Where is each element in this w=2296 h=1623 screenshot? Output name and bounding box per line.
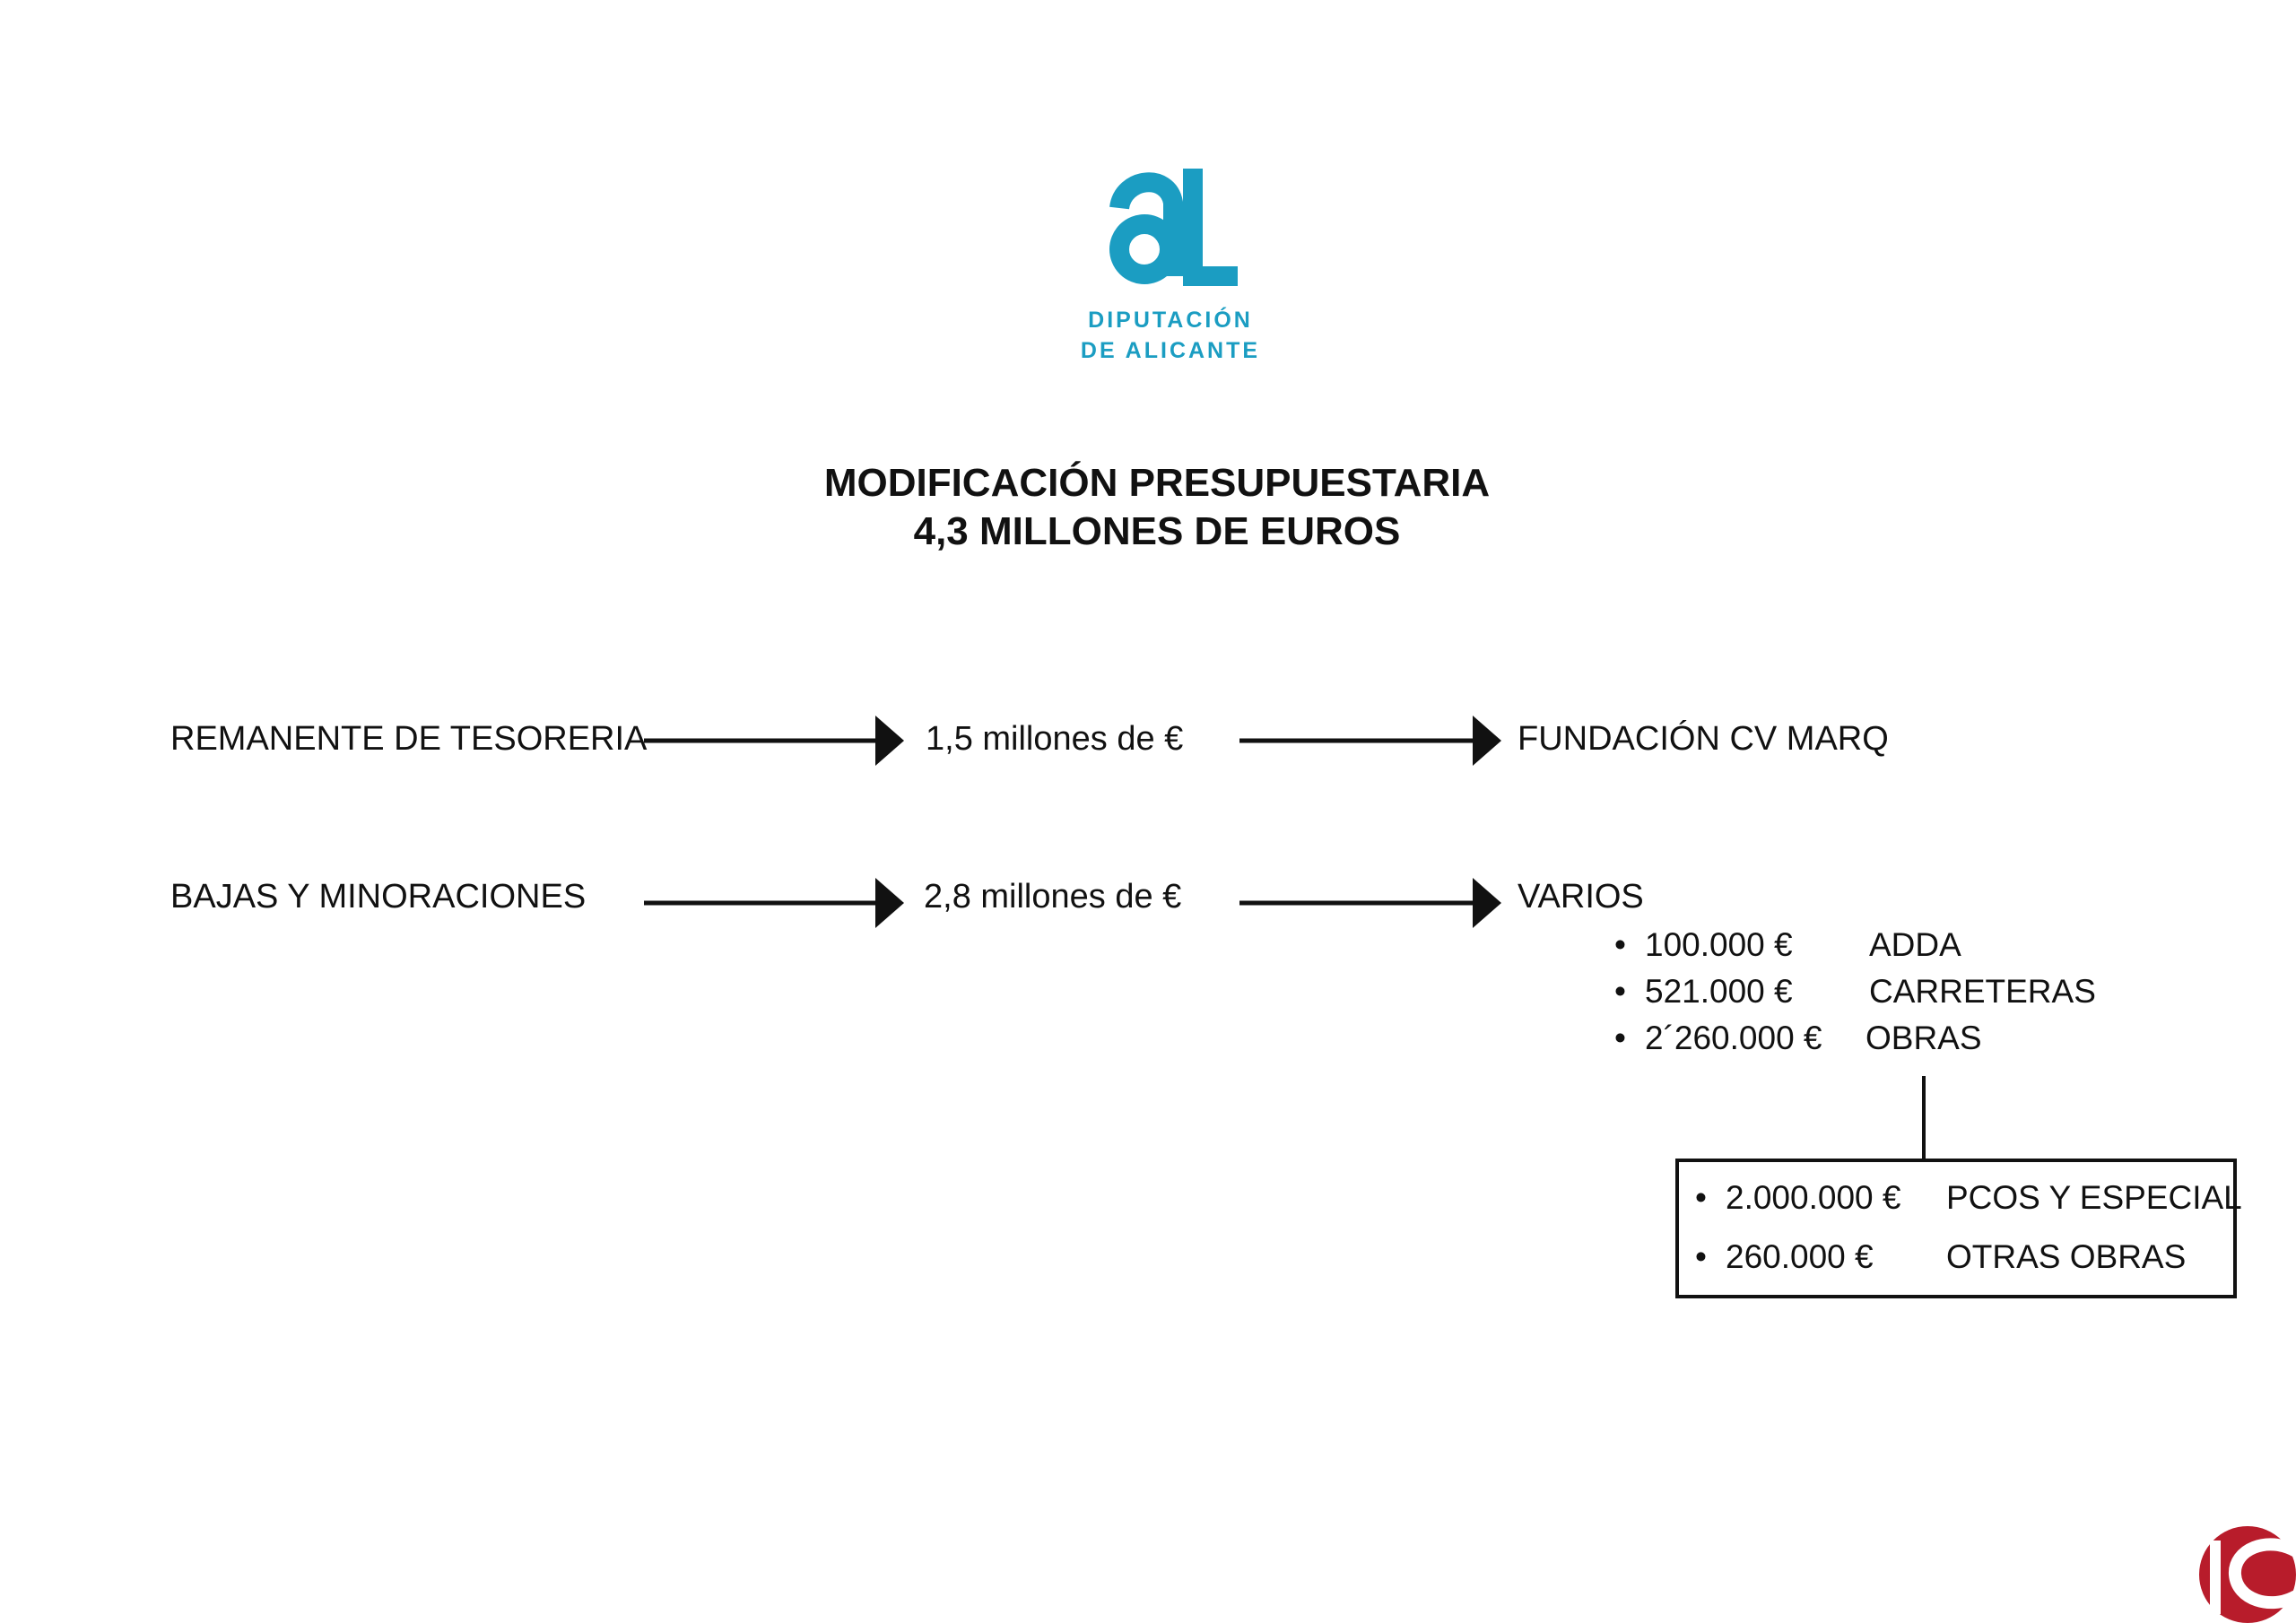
diputacion-logo-icon xyxy=(1109,169,1238,286)
item-label: CARRETERAS xyxy=(1869,973,2096,1010)
bullet-icon: • xyxy=(1614,1020,1626,1056)
item-amount: 2.000.000 € xyxy=(1726,1179,1901,1216)
list-item: • 260.000 € OTRAS OBRAS xyxy=(1695,1237,2186,1277)
bullet-icon: • xyxy=(1614,926,1626,963)
bullet-icon: • xyxy=(1695,1179,1707,1216)
item-amount: 2´260.000 € xyxy=(1645,1020,1822,1056)
amount-label-2: 2,8 millones de € xyxy=(924,878,1182,916)
arrow-right-icon xyxy=(1239,716,1501,766)
destination-label-1: FUNDACIÓN CV MARQ xyxy=(1518,720,1889,758)
source-label-2: BAJAS Y MINORACIONES xyxy=(170,878,587,916)
logo-wordmark: DIPUTACIÓN DE ALICANTE xyxy=(1058,305,1283,366)
logo-line2: DE ALICANTE xyxy=(1080,338,1261,363)
arrow-right-icon xyxy=(644,716,904,766)
item-amount: 260.000 € xyxy=(1726,1238,1874,1275)
list-item: • 2´260.000 € OBRAS xyxy=(1614,1015,1982,1062)
arrow-right-icon xyxy=(1239,878,1501,928)
source-label-1: REMANENTE DE TESORERIA xyxy=(170,720,648,758)
title-line2: 4,3 MILLONES DE EUROS xyxy=(913,509,1401,553)
item-label: PCOS Y ESPECIAL xyxy=(1946,1179,2242,1216)
list-item: • 2.000.000 € PCOS Y ESPECIAL xyxy=(1695,1178,2242,1218)
logo-line1: DIPUTACIÓN xyxy=(1088,308,1253,333)
item-amount: 100.000 € xyxy=(1645,926,1793,963)
page-title: MODIFICACIÓN PRESUPUESTARIA 4,3 MILLONES… xyxy=(700,459,1614,556)
item-label: OBRAS xyxy=(1866,1020,1982,1056)
list-item: • 100.000 € ADDA xyxy=(1614,922,1961,968)
item-label: ADDA xyxy=(1869,926,1961,963)
bullet-icon: • xyxy=(1614,973,1626,1010)
amount-label-1: 1,5 millones de € xyxy=(926,720,1184,758)
obras-breakdown-box: • 2.000.000 € PCOS Y ESPECIAL • 260.000 € OT… xyxy=(1675,1159,2242,1298)
arrow-right-icon xyxy=(644,878,904,928)
connector-line xyxy=(1922,1076,1926,1160)
item-label: OTRAS OBRAS xyxy=(1946,1238,2187,1275)
item-amount: 521.000 € xyxy=(1645,973,1793,1010)
list-item: • 521.000 € CARRETERAS xyxy=(1614,968,2096,1015)
title-line1: MODIFICACIÓN PRESUPUESTARIA xyxy=(823,461,1491,505)
bullet-icon: • xyxy=(1695,1238,1707,1275)
destination-label-2: VARIOS xyxy=(1518,878,1644,916)
corner-logo-icon xyxy=(2199,1526,2296,1623)
